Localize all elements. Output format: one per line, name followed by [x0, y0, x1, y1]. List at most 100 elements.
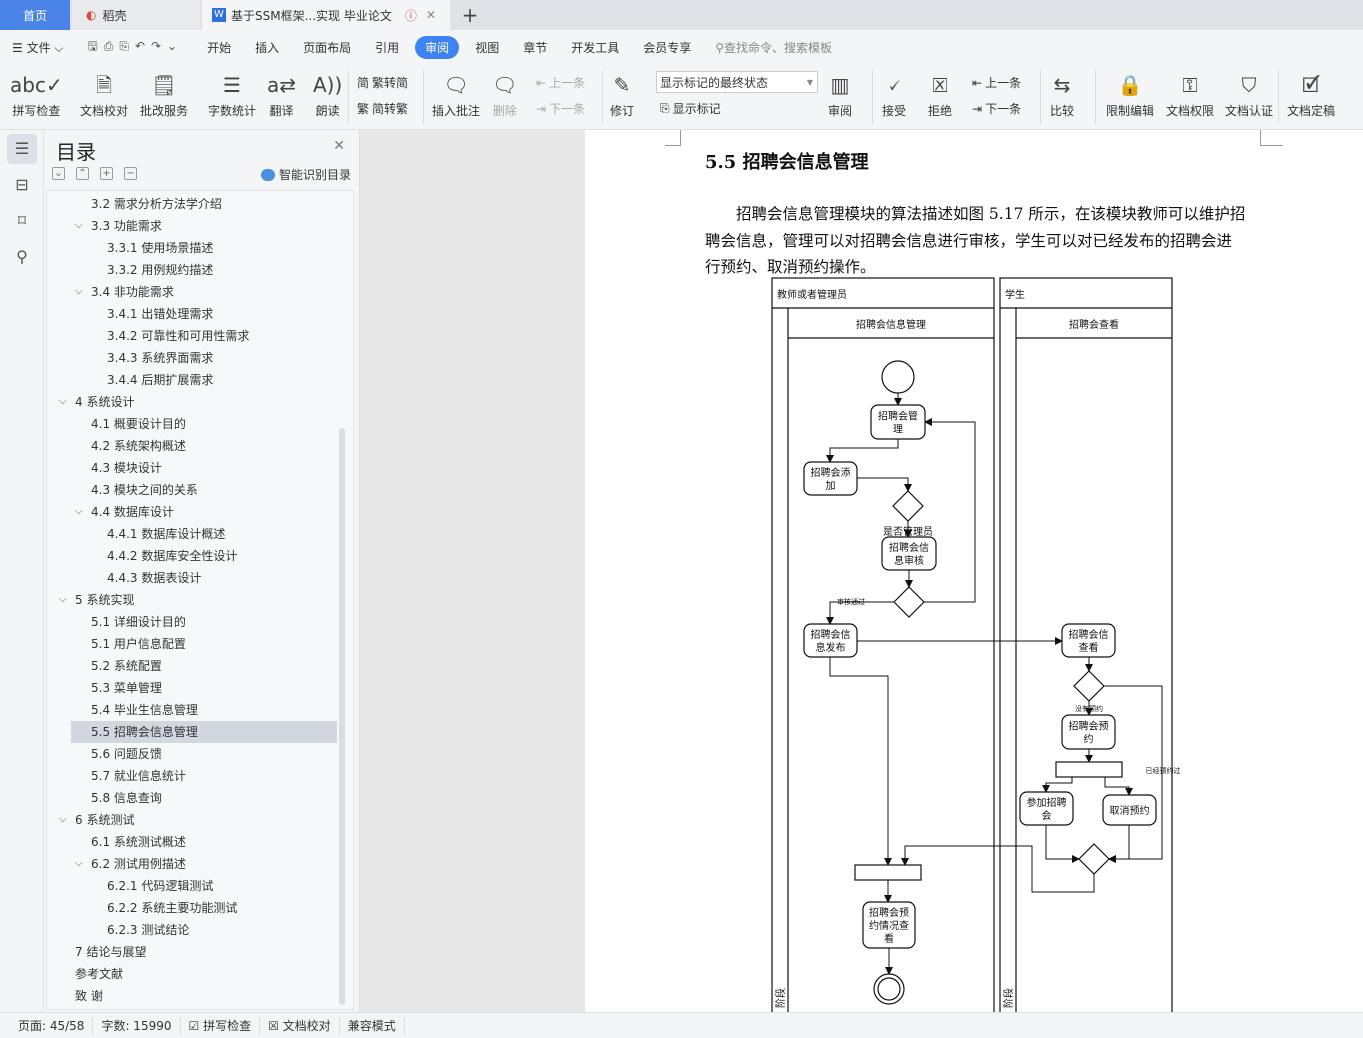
search-icon[interactable]: ⚲ [16, 247, 28, 266]
toc-item[interactable]: 4.4.3 数据表设计 [47, 567, 337, 589]
toc-item[interactable]: 4.3 模块之间的关系 [47, 479, 337, 501]
toc-item[interactable]: 4.4.2 数据库安全性设计 [47, 545, 337, 567]
word-count-button[interactable]: ☰字数统计 [208, 70, 256, 119]
doc-certify-button[interactable]: ⛉文档认证 [1225, 70, 1273, 119]
menu-developer[interactable]: 开发工具 [571, 40, 620, 55]
chevron-down-icon[interactable]: ⌵ [75, 506, 83, 517]
finalize-button[interactable]: 🗹文档定稿 [1287, 70, 1335, 119]
command-search[interactable]: ⚲查找命令、搜索模板 [703, 39, 844, 56]
restrict-edit-button[interactable]: 🔒限制编辑 [1106, 70, 1154, 119]
close-icon[interactable]: ✕ [333, 138, 345, 154]
toc-item[interactable]: 3.4.3 系统界面需求 [47, 347, 337, 369]
toc-item[interactable]: ⌵6 系统测试 [47, 809, 337, 831]
toc-item[interactable]: 6.1 系统测试概述 [47, 831, 337, 853]
insert-comment-button[interactable]: 🗨插入批注 [432, 70, 480, 119]
toc-panel-icon[interactable]: ☰ [7, 134, 37, 164]
menu-start[interactable]: 开始 [207, 40, 232, 55]
toc-item[interactable]: 5.4 毕业生信息管理 [47, 699, 337, 721]
menu-review[interactable]: 审阅 [415, 35, 460, 59]
review-pane-button[interactable]: ▥审阅 [828, 70, 852, 119]
chevron-down-icon[interactable]: ⌵ [75, 858, 83, 869]
toc-item[interactable]: 7 结论与展望 [47, 941, 337, 963]
menu-insert[interactable]: 插入 [255, 40, 280, 55]
menu-view[interactable]: 视图 [475, 40, 500, 55]
collapse-icon[interactable]: ⌄ [52, 167, 65, 180]
compare-button[interactable]: ⇆比较 [1050, 70, 1074, 119]
toc-item[interactable]: ⌵3.3 功能需求 [47, 215, 337, 237]
chevron-down-icon[interactable]: ⌵ [59, 594, 67, 605]
toc-item[interactable]: 5.1 详细设计目的 [47, 611, 337, 633]
prev-comment-button[interactable]: ⇤上一条 [536, 74, 585, 91]
tab-daoke[interactable]: ◐稻壳 [72, 0, 200, 30]
quick-access-toolbar[interactable]: 🖫⎙⎘↶↷⌄ [87, 38, 184, 53]
trad-to-simp-button[interactable]: 简繁转简 [357, 74, 408, 91]
toc-item[interactable]: 4.4.1 数据库设计概述 [47, 523, 337, 545]
page-indicator[interactable]: 页面: 45/58 [10, 1017, 94, 1034]
toc-item[interactable]: 致 谢 [47, 985, 337, 1007]
navigation-icon[interactable]: ⊟ [15, 175, 29, 194]
word-count-indicator[interactable]: 字数: 15990 [93, 1017, 181, 1034]
expand-all-icon[interactable]: + [100, 167, 113, 180]
delete-comment-button[interactable]: 🗨删除 [492, 70, 517, 119]
bookmark-icon[interactable]: ⌑ [17, 211, 27, 230]
close-tab-icon[interactable]: ✕ [425, 8, 436, 22]
expand-up-icon[interactable]: ⌃ [76, 167, 89, 180]
correction-service-button[interactable]: 🗒批改服务 [140, 70, 188, 119]
toc-item[interactable]: 5.6 问题反馈 [47, 743, 337, 765]
toc-item[interactable]: ⌵6.2 测试用例描述 [47, 853, 337, 875]
file-menu[interactable]: ☰ 文件 ⌵ [12, 40, 64, 55]
menu-member[interactable]: 会员专享 [643, 40, 692, 55]
toc-item[interactable]: 5.8 信息查询 [47, 787, 337, 809]
accept-button[interactable]: 🗸接受 [882, 70, 906, 119]
menu-section[interactable]: 章节 [523, 40, 548, 55]
next-change-button[interactable]: ⇥下一条 [972, 100, 1021, 117]
tab-home[interactable]: 首页 [0, 0, 70, 30]
track-changes-button[interactable]: ✎修订 [610, 70, 634, 119]
toc-item[interactable]: ⌵5 系统实现 [47, 589, 337, 611]
next-comment-button[interactable]: ⇥下一条 [536, 100, 585, 117]
menu-references[interactable]: 引用 [375, 40, 400, 55]
toc-item[interactable]: 4.1 概要设计目的 [47, 413, 337, 435]
toc-item[interactable]: 3.3.2 用例规约描述 [47, 259, 337, 281]
toc-item[interactable]: 3.4.4 后期扩展需求 [47, 369, 337, 391]
scrollbar[interactable] [339, 428, 345, 1005]
prev-change-button[interactable]: ⇤上一条 [972, 74, 1021, 91]
collapse-all-icon[interactable]: − [124, 167, 137, 180]
smart-toc-button[interactable]: 智能识别目录 [260, 166, 351, 183]
toc-item[interactable]: 3.2 需求分析方法学介绍 [47, 193, 337, 215]
toc-item[interactable]: 4.2 系统架构概述 [47, 435, 337, 457]
spell-check-button[interactable]: abc✓拼写检查 [10, 70, 63, 119]
chevron-down-icon[interactable]: ⌵ [75, 220, 83, 231]
show-marks-button[interactable]: ⎘显示标记 [660, 100, 721, 117]
chevron-down-icon[interactable]: ⌵ [75, 286, 83, 297]
display-mode-select[interactable]: 显示标记的最终状态▼ [656, 71, 818, 93]
toc-item[interactable]: 3.4.1 出错处理需求 [47, 303, 337, 325]
chevron-down-icon[interactable]: ⌵ [59, 396, 67, 407]
doc-permission-button[interactable]: ⚿文档权限 [1166, 70, 1214, 119]
toc-item[interactable]: ⌵4 系统设计 [47, 391, 337, 413]
toc-item[interactable]: 4.3 模块设计 [47, 457, 337, 479]
new-tab-button[interactable]: + [458, 0, 482, 30]
simp-to-trad-button[interactable]: 繁简转繁 [357, 100, 408, 117]
toc-item[interactable]: 5.1 用户信息配置 [47, 633, 337, 655]
toc-item[interactable]: 6.2.3 测试结论 [47, 919, 337, 941]
toc-item[interactable]: 5.5 招聘会信息管理 [71, 721, 337, 743]
toc-item[interactable]: 6.2.1 代码逻辑测试 [47, 875, 337, 897]
spell-check-status[interactable]: ☑ 拼写检查 [181, 1017, 261, 1034]
toc-item[interactable]: ⌵4.4 数据库设计 [47, 501, 337, 523]
toc-item[interactable]: 5.2 系统配置 [47, 655, 337, 677]
toc-item[interactable]: 3.3.1 使用场景描述 [47, 237, 337, 259]
chevron-down-icon[interactable]: ⌵ [59, 814, 67, 825]
read-aloud-button[interactable]: A))朗读 [313, 70, 342, 119]
reject-button[interactable]: 🗵拒绝 [928, 70, 952, 119]
toc-item[interactable]: 5.7 就业信息统计 [47, 765, 337, 787]
toc-item[interactable]: 3.4.2 可靠性和可用性需求 [47, 325, 337, 347]
translate-button[interactable]: a⇄翻译 [267, 70, 296, 119]
menu-layout[interactable]: 页面布局 [303, 40, 352, 55]
proofread-status[interactable]: ☒ 文档校对 [260, 1017, 340, 1034]
toc-item[interactable]: 6.2.2 系统主要功能测试 [47, 897, 337, 919]
proofread-button[interactable]: 🗎文档校对 [80, 70, 128, 119]
toc-item[interactable]: ⌵3.4 非功能需求 [47, 281, 337, 303]
toc-item[interactable]: 5.3 菜单管理 [47, 677, 337, 699]
